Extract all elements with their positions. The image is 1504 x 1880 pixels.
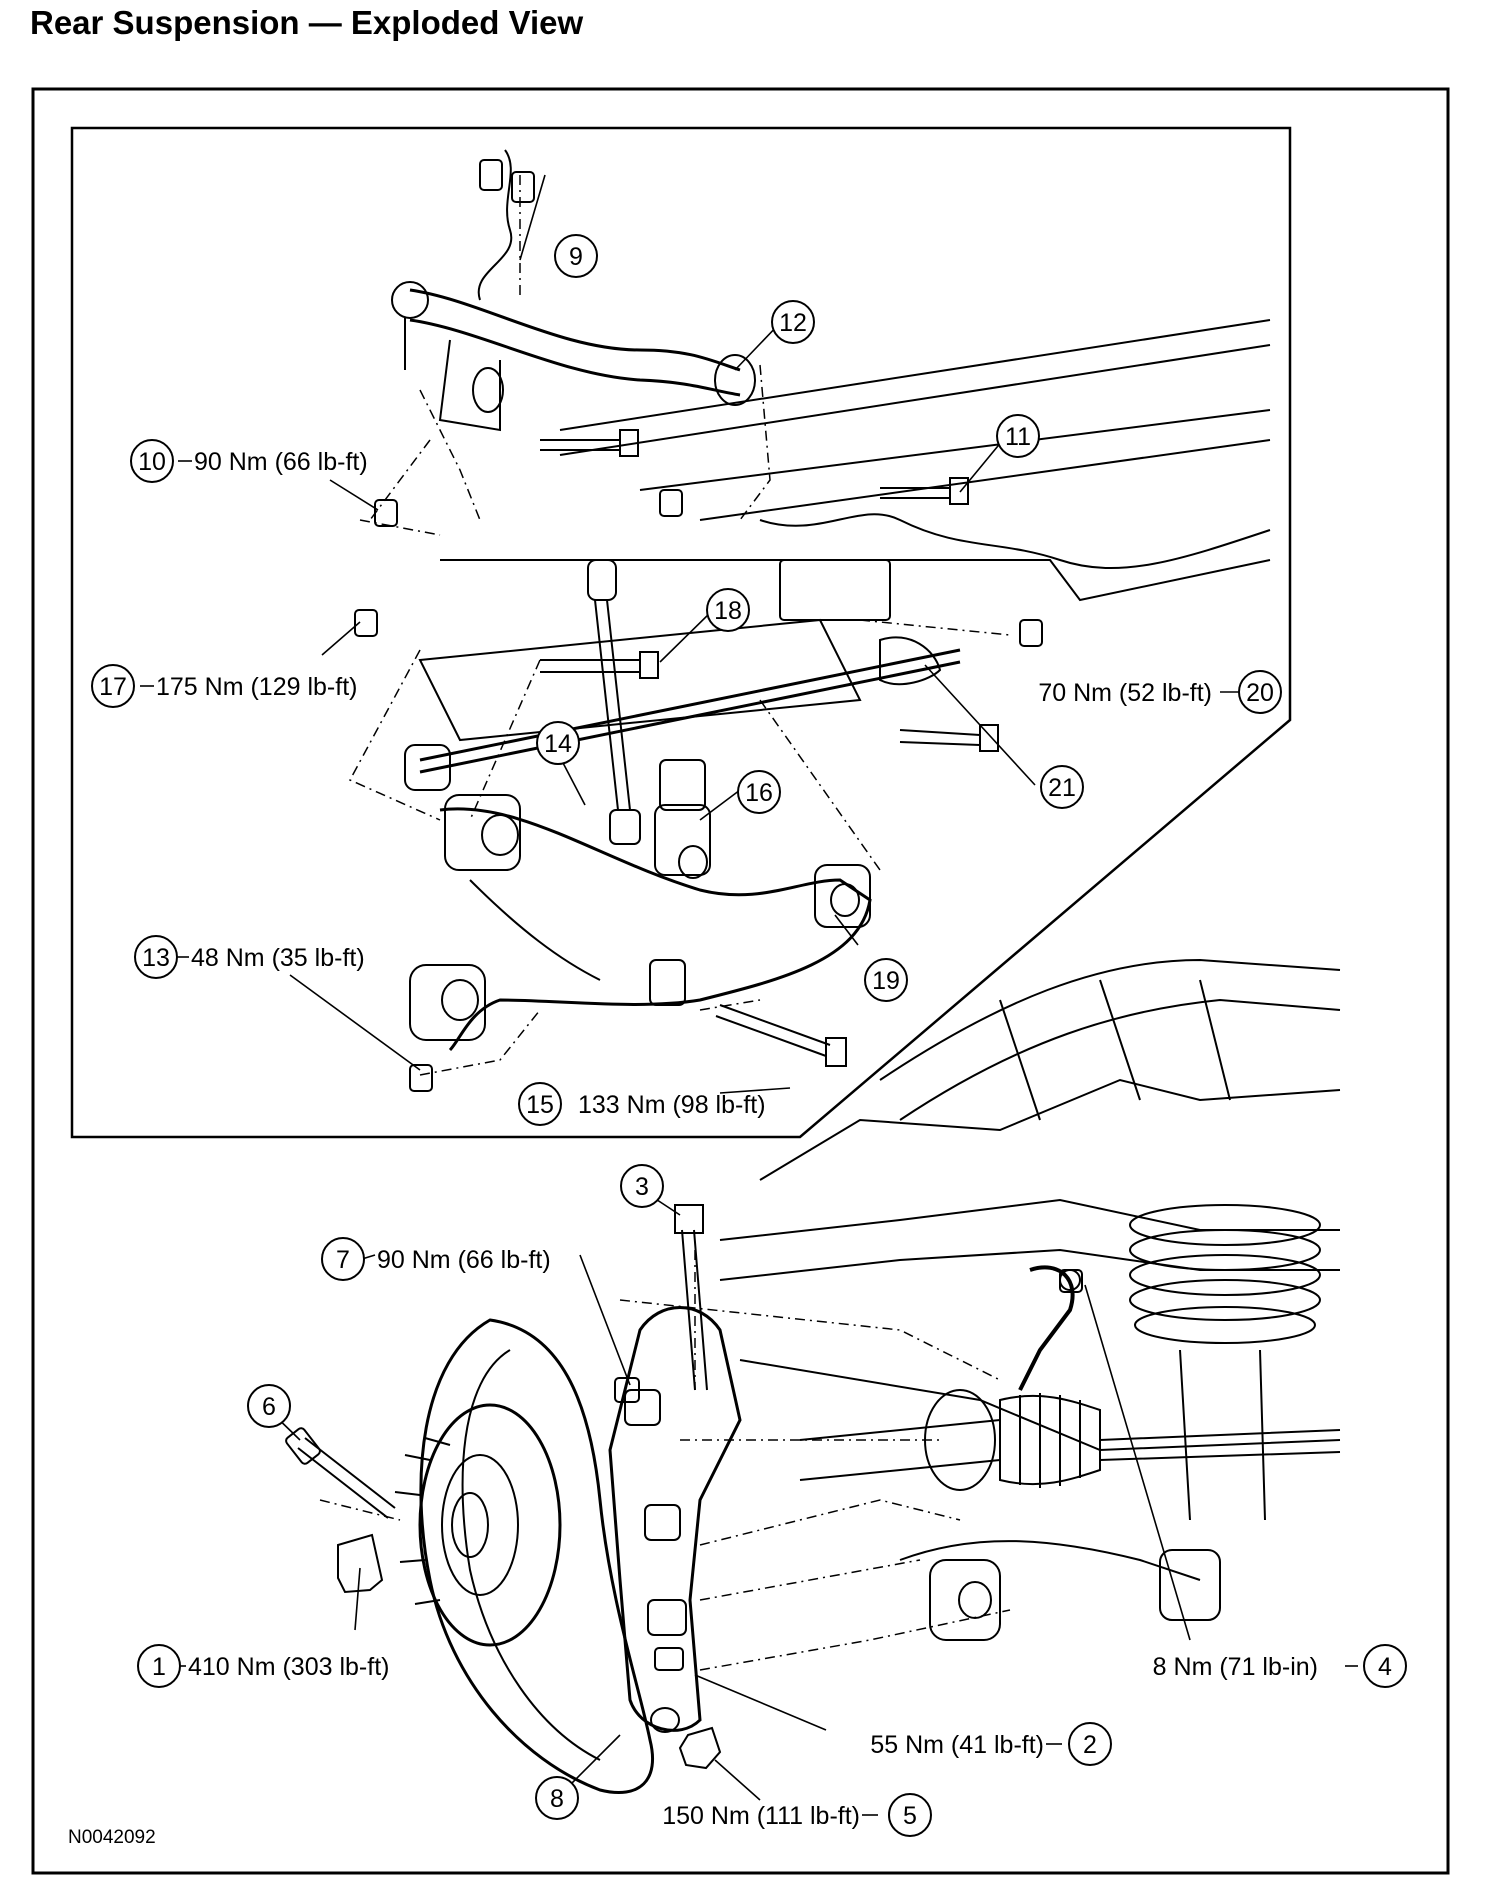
torque-labels: 410 Nm (303 lb-ft) 55 Nm (41 lb-ft) 8 Nm… (156, 448, 1318, 1830)
drawing-id: N0042092 (68, 1827, 156, 1848)
callout-4-torque: 8 Nm (71 lb-in) (1153, 1653, 1318, 1681)
callout-20-torque: 70 Nm (52 lb-ft) (1038, 679, 1212, 707)
callout-21-number: 21 (1048, 774, 1076, 802)
callout-1-number: 1 (152, 1653, 166, 1681)
callout-20-number: 20 (1246, 679, 1274, 707)
callout-13-torque: 48 Nm (35 lb-ft) (191, 944, 365, 972)
inset-parts (354, 149, 1271, 1092)
lower-parts (285, 958, 1341, 1795)
page-title: Rear Suspension — Exploded View (30, 4, 584, 41)
callout-15-number: 15 (526, 1091, 554, 1119)
callout-16-number: 16 (745, 779, 773, 807)
callout-17-torque: 175 Nm (129 lb-ft) (156, 673, 357, 701)
callout-3-number: 3 (635, 1173, 649, 1201)
callout-11-number: 11 (1005, 423, 1031, 451)
callout-numbers: 1 2 3 4 5 6 7 8 9 10 11 12 13 14 15 16 1… (99, 243, 1392, 1830)
callout-15-torque: 133 Nm (98 lb-ft) (578, 1091, 766, 1119)
inset-frame (70, 126, 1292, 1139)
inset-assembly-lines (348, 175, 1011, 1076)
callout-10-number: 10 (138, 448, 166, 476)
callout-2-torque: 55 Nm (41 lb-ft) (870, 1731, 1044, 1759)
callout-18-number: 18 (714, 597, 742, 625)
callout-14-number: 14 (544, 730, 572, 758)
callout-13-number: 13 (142, 944, 170, 972)
callout-1-torque: 410 Nm (303 lb-ft) (188, 1653, 389, 1681)
callout-5-torque: 150 Nm (111 lb-ft) (662, 1802, 860, 1830)
callout-19-number: 19 (872, 967, 900, 995)
callout-12-number: 12 (779, 309, 807, 337)
callout-4-number: 4 (1378, 1653, 1392, 1681)
lower-assembly-lines (319, 1250, 1011, 1671)
leader-lines (140, 174, 1358, 1816)
callout-2-number: 2 (1083, 1731, 1097, 1759)
callout-17-number: 17 (99, 673, 127, 701)
coil-spring (1129, 1204, 1321, 1344)
callout-7-number: 7 (336, 1246, 350, 1274)
callout-5-number: 5 (903, 1802, 917, 1830)
callout-7-torque: 90 Nm (66 lb-ft) (377, 1246, 551, 1274)
callout-circles (91, 234, 1407, 1837)
callout-9-number: 9 (569, 243, 583, 271)
callout-6-number: 6 (262, 1393, 276, 1421)
outer-frame (31, 87, 1450, 1875)
callout-10-torque: 90 Nm (66 lb-ft) (194, 448, 368, 476)
callout-8-number: 8 (550, 1785, 564, 1813)
